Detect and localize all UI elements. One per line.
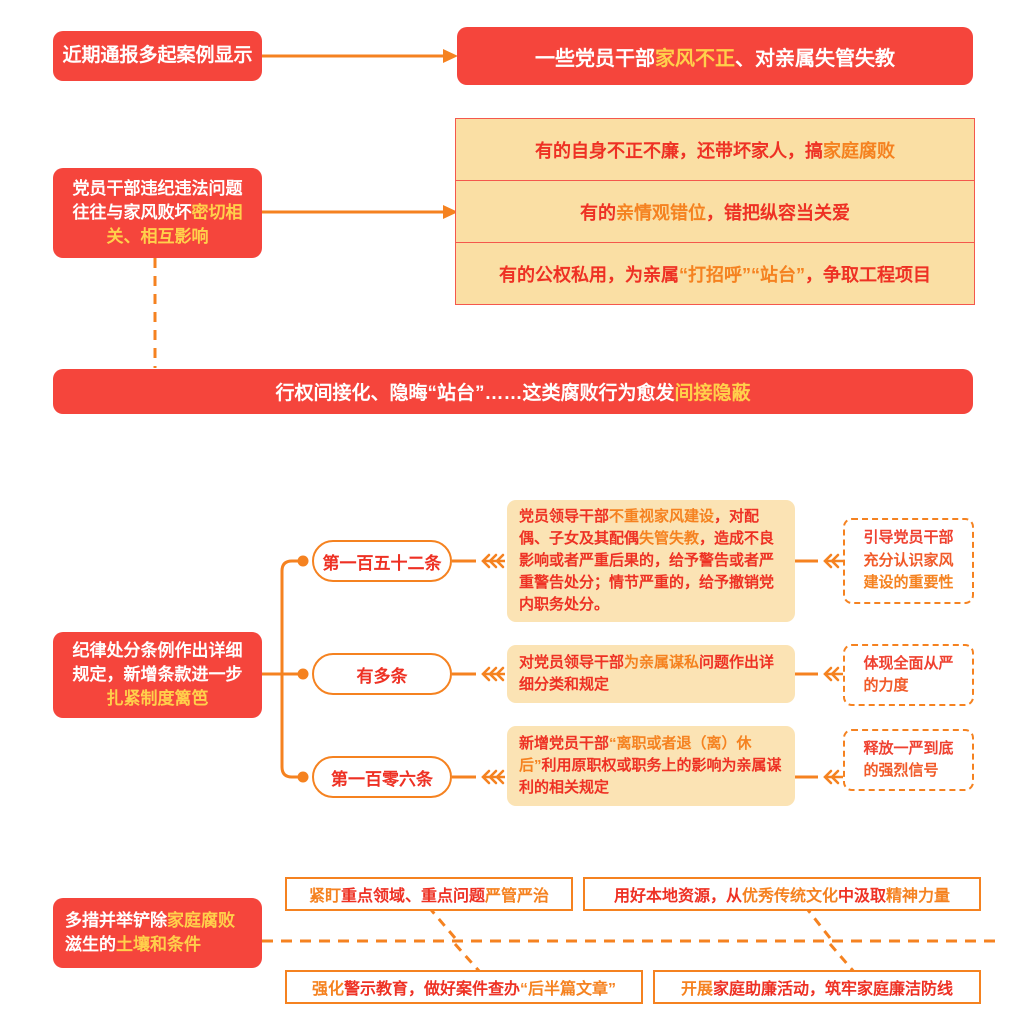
outcome-tag-3: 释放一严到底的强烈信号 [843, 729, 974, 791]
regulations-root-box: 纪律处分条例作出详细规定，新增条款进一步扎紧制度篱笆 [53, 632, 262, 718]
outcome-tag-lines: 引导党员干部充分认识家风建设的重要性 [863, 529, 954, 592]
table-row: 有的自身不正不廉，还带坏家人，搞家庭腐败 [456, 119, 974, 181]
article-pill-152[interactable]: 第一百五十二条 [312, 540, 452, 582]
article-pill-label: 有多条 [356, 666, 408, 686]
measure-text: 用好本地资源，从优秀传统文化中汲取精神力量 [613, 888, 951, 905]
table-row: 有的公权私用，为亲属“打招呼”“站台”，争取工程项目 [456, 243, 974, 304]
article-pill-label: 第一百五十二条 [322, 553, 442, 573]
measure-text: 开展家庭助廉活动，筑牢家庭廉洁防线 [680, 981, 954, 998]
measure-text: 强化警示教育，做好案件查办“后半篇文章” [311, 981, 617, 998]
summary-banner: 行权间接化、隐晦“站台”……这类腐败行为愈发间接隐蔽 [53, 369, 973, 414]
manifestations-table: 有的自身不正不廉，还带坏家人，搞家庭腐败 有的亲情观错位，错把纵容当关爱 有的公… [455, 118, 975, 305]
measure-box-1: 紧盯重点领域、重点问题严管严治 [285, 877, 573, 911]
manifestation-text: 有的亲情观错位，错把纵容当关爱 [580, 202, 850, 223]
article-detail-card-multiple: 对党员领导干部为亲属谋私问题作出详细分类和规定 [507, 645, 795, 703]
article-detail-card-152: 党员领导干部不重视家风建设，对配偶、子女及其配偶失管失教，造成不良影响或者严重后… [507, 500, 795, 622]
measures-root-text: 多措并举铲除家庭腐败滋生的土壤和条件 [65, 910, 235, 954]
measure-box-4: 开展家庭助廉活动，筑牢家庭廉洁防线 [653, 970, 981, 1004]
outcome-tag-lines: 体现全面从严的力度 [863, 654, 954, 695]
headline-banner: 一些党员干部家风不正、对亲属失管失教 [457, 27, 973, 85]
measure-box-3: 强化警示教育，做好案件查办“后半篇文章” [285, 970, 643, 1004]
measure-text: 紧盯重点领域、重点问题严管严治 [308, 888, 550, 905]
manifestation-text: 有的公权私用，为亲属“打招呼”“站台”，争取工程项目 [499, 264, 931, 285]
source-callout-box: 近期通报多起案例显示 [53, 31, 262, 81]
article-pill-106[interactable]: 第一百零六条 [312, 756, 452, 798]
cause-callout-box: 党员干部违纪违法问题往往与家风败坏密切相关、相互影响 [53, 168, 262, 258]
cause-callout-text: 党员干部违纪违法问题往往与家风败坏密切相关、相互影响 [72, 178, 243, 247]
source-callout-text: 近期通报多起案例显示 [62, 44, 253, 66]
article-detail-text: 新增党员干部“离职或者退（离）休后”利用原职权或职务上的影响为亲属谋利的相关规定 [519, 734, 782, 797]
article-pill-multiple[interactable]: 有多条 [312, 653, 452, 695]
article-detail-text: 对党员领导干部为亲属谋私问题作出详细分类和规定 [519, 653, 775, 693]
manifestation-text: 有的自身不正不廉，还带坏家人，搞家庭腐败 [535, 140, 895, 161]
summary-banner-text: 行权间接化、隐晦“站台”……这类腐败行为愈发间接隐蔽 [275, 383, 751, 404]
table-row: 有的亲情观错位，错把纵容当关爱 [456, 181, 974, 243]
article-detail-text: 党员领导干部不重视家风建设，对配偶、子女及其配偶失管失教，造成不良影响或者严重后… [519, 507, 775, 614]
headline-text: 一些党员干部家风不正、对亲属失管失教 [535, 47, 895, 70]
outcome-tag-1: 引导党员干部充分认识家风建设的重要性 [843, 518, 974, 604]
article-detail-card-106: 新增党员干部“离职或者退（离）休后”利用原职权或职务上的影响为亲属谋利的相关规定 [507, 726, 795, 806]
regulations-root-text: 纪律处分条例作出详细规定，新增条款进一步扎紧制度篱笆 [72, 640, 243, 709]
article-pill-label: 第一百零六条 [331, 769, 433, 789]
measure-box-2: 用好本地资源，从优秀传统文化中汲取精神力量 [583, 877, 981, 911]
outcome-tag-lines: 释放一严到底的强烈信号 [863, 739, 954, 780]
measures-root-box: 多措并举铲除家庭腐败滋生的土壤和条件 [53, 898, 262, 968]
outcome-tag-2: 体现全面从严的力度 [843, 644, 974, 706]
